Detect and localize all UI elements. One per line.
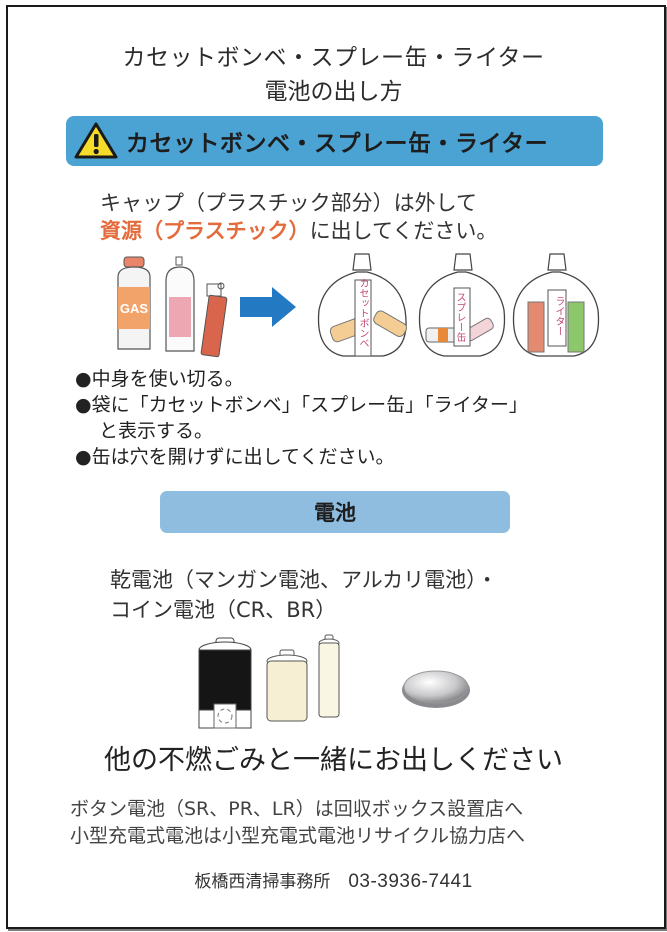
battery-disposal-instruction: 他の不燃ごみと一緒にお出しください [104, 745, 563, 776]
battery-types-line1: 乾電池（マンガン電池、アルカリ電池）・ [110, 568, 498, 592]
bullet-marker: ● [75, 394, 92, 416]
bullet-text: 袋に「カセットボンベ」「スプレー缶」「ライター」 [91, 394, 528, 416]
section-banner-gas: カセットボンベ・スプレー缶・ライター [66, 116, 603, 166]
bullet-marker: ● [75, 368, 92, 390]
svg-text:GAS: GAS [120, 301, 149, 316]
aa-battery-icon [316, 634, 342, 720]
recycle-plastic-highlight: 資源（プラスチック） [100, 219, 310, 243]
d-cell-battery-icon [196, 636, 254, 732]
lighter-illustration [200, 280, 230, 360]
list-item: ●缶は穴を開けずに出してください。 [75, 444, 528, 470]
warning-icon [74, 122, 118, 160]
section-banner-gas-label: カセットボンベ・スプレー缶・ライター [126, 131, 549, 157]
coin-battery-icon [400, 666, 472, 710]
section-banner-battery-label: 電池 [314, 501, 356, 525]
cap-instruction-line1: キャップ（プラスチック部分）は外して [100, 191, 477, 215]
arrow-right-icon [240, 287, 298, 327]
footer-contact: 板橋西清掃事務所 03-3936-7441 [0, 867, 667, 893]
section-banner-battery: 電池 [160, 491, 510, 533]
page-title-line2: 電池の出し方 [264, 79, 403, 105]
list-item: ●袋に「カセットボンベ」「スプレー缶」「ライター」 [75, 392, 528, 418]
cap-instruction-line2: 資源（プラスチック）に出してください。 [100, 215, 497, 245]
bag-spray-can [416, 250, 508, 362]
gas-can-illustration: GAS [110, 255, 160, 355]
battery-types-line2: コイン電池（CR、BR） [110, 598, 337, 622]
bag-label-spray: スプレー缶 [454, 292, 465, 342]
bag-label-lighter: ライター [553, 296, 564, 336]
office-name: 板橋西清掃事務所 [194, 872, 331, 892]
bag-cassette-gas [313, 250, 411, 362]
bullet-marker: ● [75, 446, 92, 468]
bag-label-cassette: カセットボンベ [357, 278, 368, 348]
rechargeable-battery-note: 小型充電式電池は小型充電式電池リサイクル協力店へ [70, 825, 526, 847]
c-cell-battery-icon [264, 649, 310, 725]
list-item: ●中身を使い切る。 [75, 366, 528, 392]
button-battery-note: ボタン電池（SR、PR、LR）は回収ボックス設置店へ [70, 798, 524, 820]
gas-instructions-list: ●中身を使い切る。 ●袋に「カセットボンベ」「スプレー缶」「ライター」 と表示す… [75, 366, 528, 470]
bag-lighter [510, 250, 602, 362]
phone-number: 03-3936-7441 [348, 871, 473, 892]
page-title-line1: カセットボンベ・スプレー缶・ライター [122, 45, 545, 71]
spray-can-illustration [160, 255, 200, 355]
bullet-text: 缶は穴を開けずに出してください。 [91, 446, 395, 468]
bullet-text: 中身を使い切る。 [91, 368, 244, 390]
list-item-continuation: と表示する。 [99, 420, 214, 442]
cap-instruction-rest: に出してください。 [309, 219, 498, 243]
